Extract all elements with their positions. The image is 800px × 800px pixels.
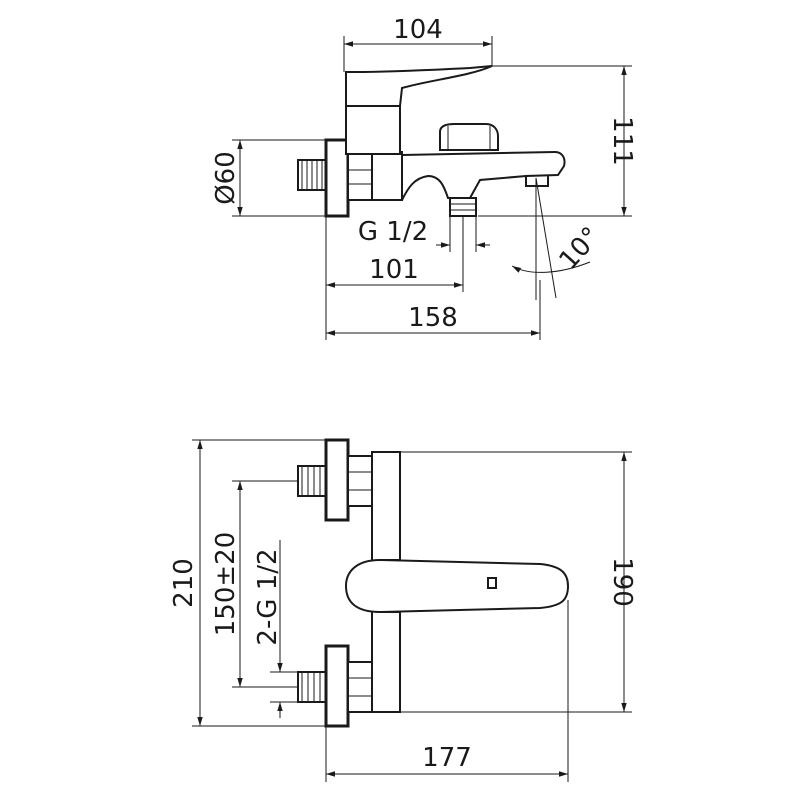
side-body	[371, 151, 403, 201]
dim-outlet-thread: G 1/2	[358, 216, 490, 252]
dim-diameter: Ø60	[211, 139, 326, 217]
dim-inlet-spacing: 150±20	[211, 480, 298, 688]
dim-101-label: 101	[369, 255, 419, 285]
side-wall-thread	[297, 159, 327, 191]
dim-angle: 10°	[511, 177, 607, 300]
side-cartridge	[345, 105, 401, 155]
dim-104: 104	[343, 15, 493, 72]
dim-104-label: 104	[393, 15, 443, 45]
dim-outlet-thread-label: G 1/2	[358, 217, 428, 247]
front-upper-inlet	[297, 438, 373, 522]
dim-190-label: 190	[607, 557, 637, 607]
dim-inlet-thread: 2-G 1/2	[253, 540, 298, 718]
front-lever	[344, 558, 570, 614]
side-diverter-knob	[439, 123, 499, 151]
side-lever	[345, 65, 493, 107]
dim-101: 101	[325, 216, 464, 340]
front-lower-inlet	[297, 644, 373, 728]
dim-190: 190	[372, 451, 637, 713]
side-outlet-thread	[449, 197, 477, 217]
front-lever-button	[487, 577, 497, 589]
dim-inlet-spacing-label: 150±20	[211, 532, 241, 637]
dim-210: 210	[169, 439, 326, 727]
dim-210-label: 210	[169, 558, 199, 608]
dim-111-label: 111	[607, 116, 637, 166]
dim-158: 158	[326, 280, 541, 340]
side-view: 104 111 Ø60 G 1/2 10°	[211, 15, 637, 340]
side-escutcheon	[324, 138, 350, 218]
side-spout	[401, 150, 566, 201]
dim-angle-label: 10°	[553, 221, 606, 275]
dim-177: 177	[325, 600, 569, 782]
dim-177-label: 177	[422, 743, 472, 773]
dim-diameter-label: Ø60	[211, 151, 241, 205]
dim-inlet-thread-label: 2-G 1/2	[253, 548, 283, 645]
side-nut	[347, 153, 373, 201]
dim-111: 111	[478, 65, 637, 217]
front-view: 210 150±20 2-G 1/2 190	[169, 438, 637, 782]
dim-158-label: 158	[408, 303, 458, 333]
